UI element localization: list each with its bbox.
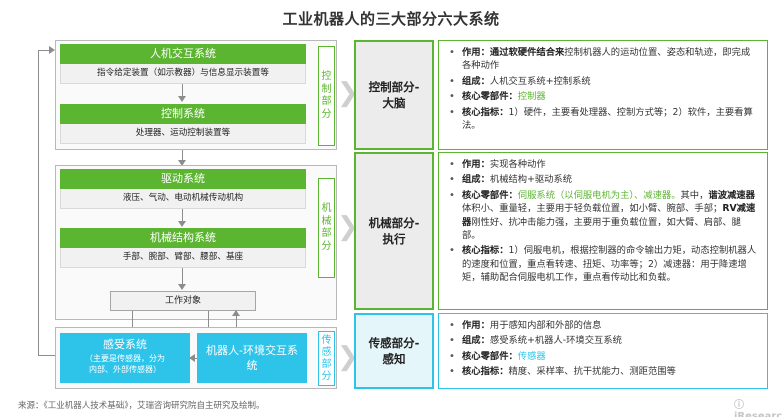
drive-system-body: 液压、气动、电动机械传动机构 [60,189,306,209]
env-interaction-box: 机器人-环境交互系 统 [197,333,307,383]
control-system-body: 处理器、运动控制装置等 [60,124,306,144]
arrow-drive-mech [178,221,186,227]
desc-sense-comp: 组成：感受系统+机器人-环境交互系统 [449,334,759,348]
desc-exec: 作用：实现各种动作 组成：机械结构+驱动系统 核心零部件：伺服系统（以伺服电机为… [438,152,768,310]
work-object-box: 工作对象 [110,291,256,311]
feedback-line-top [38,50,50,51]
feedback-arrow [49,46,55,54]
desc-sense-core: 核心零部件：传感器 [449,350,759,364]
env-interaction-line-1: 机器人-环境交互系 [206,344,298,357]
desc-exec-core: 核心零部件：伺服系统（以伺服电机为主）、减速器。其中，谐波减速器体积小、重量轻，… [449,189,759,243]
desc-brain-comp: 组成：人机交互系统+控制系统 [449,75,759,89]
env-to-work-arrow [232,310,240,316]
sensor-system-note-2: 内部、外部传感器） [89,365,161,374]
control-system-box: 控制系统 处理器、运动控制装置等 [60,104,306,144]
category-sense: 传感部分-感知 [354,313,434,389]
category-brain: 控制部分-大脑 [354,40,434,150]
desc-exec-comp: 组成：机械结构+驱动系统 [449,173,759,187]
hmi-system-head: 人机交互系统 [60,44,306,64]
drive-system-head: 驱动系统 [60,169,306,189]
mech-system-box: 机械结构系统 手部、腕部、臂部、腰部、基座 [60,228,306,268]
hmi-system-box: 人机交互系统 指令给定装置（如示教器）与信息显示装置等 [60,44,306,84]
desc-brain-metric: 核心指标：1）硬件，主要看处理器、控制方式等；2）软件，主要看算法。 [449,106,759,133]
work-to-env-line [236,311,237,331]
arrow-mech-work [178,284,186,290]
drive-system-box: 驱动系统 液压、气动、电动机械传动机构 [60,169,306,209]
arrow-hmi-control-line [182,84,183,98]
desc-brain-role: 作用：通过软硬件结合来控制机器人的运动位置、姿态和轨迹，即完成各种动作 [449,46,759,73]
arrow-drive-mech-line [182,209,183,223]
env-interaction-line-2: 统 [246,359,258,372]
vlabel-sensing: 传感部分 [318,331,335,386]
category-exec: 机械部分-执行 [354,152,434,310]
arrow-mech-work-line [182,268,183,286]
iresearch-logo: ⓘ iResearch [734,400,782,417]
source-note: 来源：《工业机器人技术基础》，艾瑞咨询研究院自主研究及绘制。 [18,401,265,411]
desc-brain: 作用：通过软硬件结合来控制机器人的运动位置、姿态和轨迹，即完成各种动作 组成：人… [438,40,768,150]
feedback-line-bottom [38,355,58,356]
hmi-system-body: 指令给定装置（如示教器）与信息显示装置等 [60,64,306,84]
vlabel-mechanical: 机械部分 [318,178,335,278]
sensor-system-title: 感受系统 [103,338,147,351]
desc-sense-metric: 核心指标：精度、采样率、抗干扰能力、测距范围等 [449,365,759,379]
sensor-env-arrow [189,354,195,362]
arrow-control-drive [178,160,186,166]
sensor-system-box: 感受系统 （主要是传感器，分为 内部、外部传感器） [60,333,190,383]
work-to-env-line-2 [208,311,209,331]
arrow-control-drive-line [182,150,183,162]
page-title: 工业机器人的三大部分六大系统 [282,10,500,28]
mech-system-head: 机械结构系统 [60,228,306,248]
desc-sense-role: 作用：用于感知内部和外部的信息 [449,319,759,333]
sensor-system-note-1: （主要是传感器，分为 [85,354,165,363]
feedback-line-vertical [38,50,39,355]
vlabel-control: 控制部分 [318,46,335,146]
mech-system-body: 手部、腕部、臂部、腰部、基座 [60,248,306,268]
control-system-head: 控制系统 [60,104,306,124]
work-to-sensor-line [132,311,133,331]
arrow-hmi-control [178,96,186,102]
desc-sense: 作用：用于感知内部和外部的信息 组成：感受系统+机器人-环境交互系统 核心零部件… [438,313,768,389]
desc-exec-role: 作用：实现各种动作 [449,158,759,172]
desc-exec-metric: 核心指标：1）伺服电机，根据控制器的命令输出力矩，动态控制机器人的速度和位置，重… [449,244,759,284]
desc-brain-core: 核心零部件：控制器 [449,90,759,104]
